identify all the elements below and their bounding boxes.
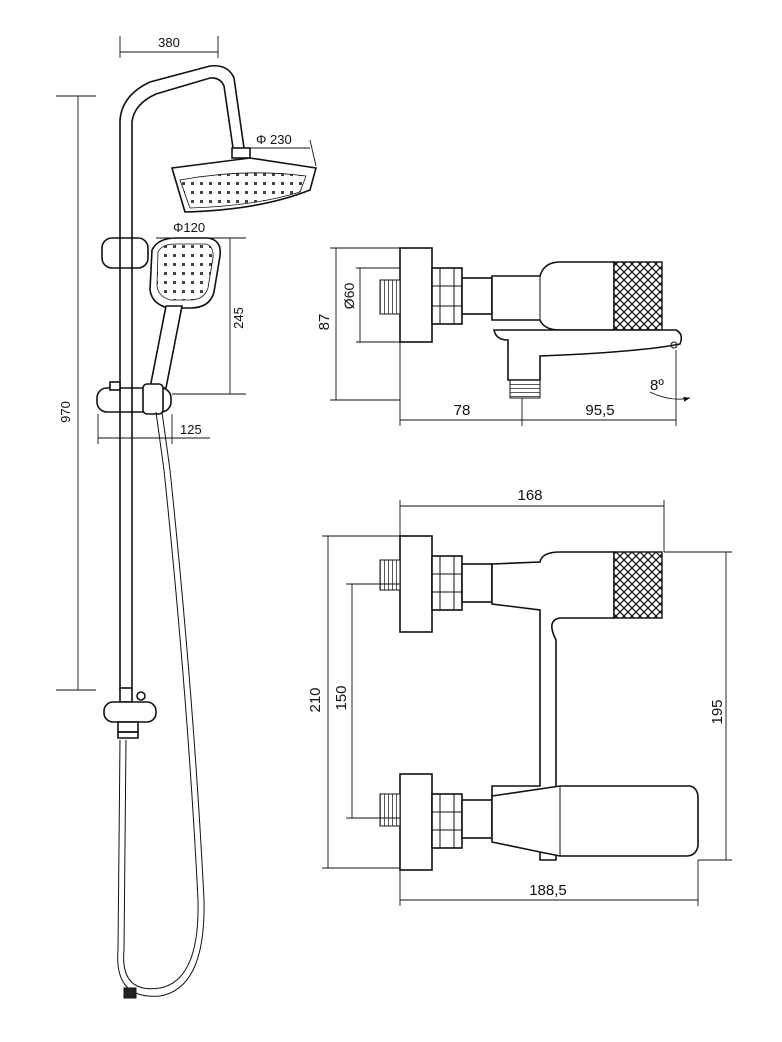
hose-nut xyxy=(123,987,137,999)
diverter xyxy=(103,687,157,739)
mixer-body xyxy=(491,261,615,331)
upper-bracket xyxy=(101,237,149,269)
dim-hand-shower-diameter: Φ120 xyxy=(173,220,205,235)
dim-188-5: 188,5 xyxy=(529,882,567,899)
front-handle-knurl xyxy=(613,551,663,619)
front-spout xyxy=(491,785,699,857)
front-view-dimensions: 168 210 150 195 188,5 xyxy=(307,487,732,906)
dim-380: 380 xyxy=(158,35,180,50)
dim-8-degrees: 8º xyxy=(650,377,664,394)
side-view-dimensions: 87 Ø60 78 95,5 8º xyxy=(316,247,691,426)
slider xyxy=(96,381,172,415)
dim-195: 195 xyxy=(709,699,726,724)
dim-970: 970 xyxy=(58,401,73,423)
wall-flange xyxy=(399,247,433,343)
hose xyxy=(123,411,199,990)
dim-245: 245 xyxy=(231,307,246,329)
column-dimensions: 380 Φ 230 Φ120 245 970 125 xyxy=(56,35,317,691)
rain-shower-head xyxy=(170,147,318,213)
shower-column xyxy=(96,64,318,999)
mixer-side-view xyxy=(379,247,683,399)
dim-150: 150 xyxy=(333,685,350,710)
dim-95-5: 95,5 xyxy=(585,402,614,419)
mixer-front-view xyxy=(379,535,699,871)
spout xyxy=(493,329,683,381)
dim-rain-head-diameter: Φ 230 xyxy=(256,132,292,147)
dim-210: 210 xyxy=(307,687,324,712)
dim-78: 78 xyxy=(454,402,471,419)
dim-flange-diameter: Ø60 xyxy=(341,283,357,310)
lower-flange xyxy=(399,773,433,871)
dim-125: 125 xyxy=(180,422,202,437)
dim-168: 168 xyxy=(517,487,542,504)
riser-pipe xyxy=(119,64,245,248)
upper-flange xyxy=(399,535,433,633)
hand-shower xyxy=(149,237,222,389)
handle-knurl xyxy=(613,261,663,331)
dim-87: 87 xyxy=(316,314,333,331)
